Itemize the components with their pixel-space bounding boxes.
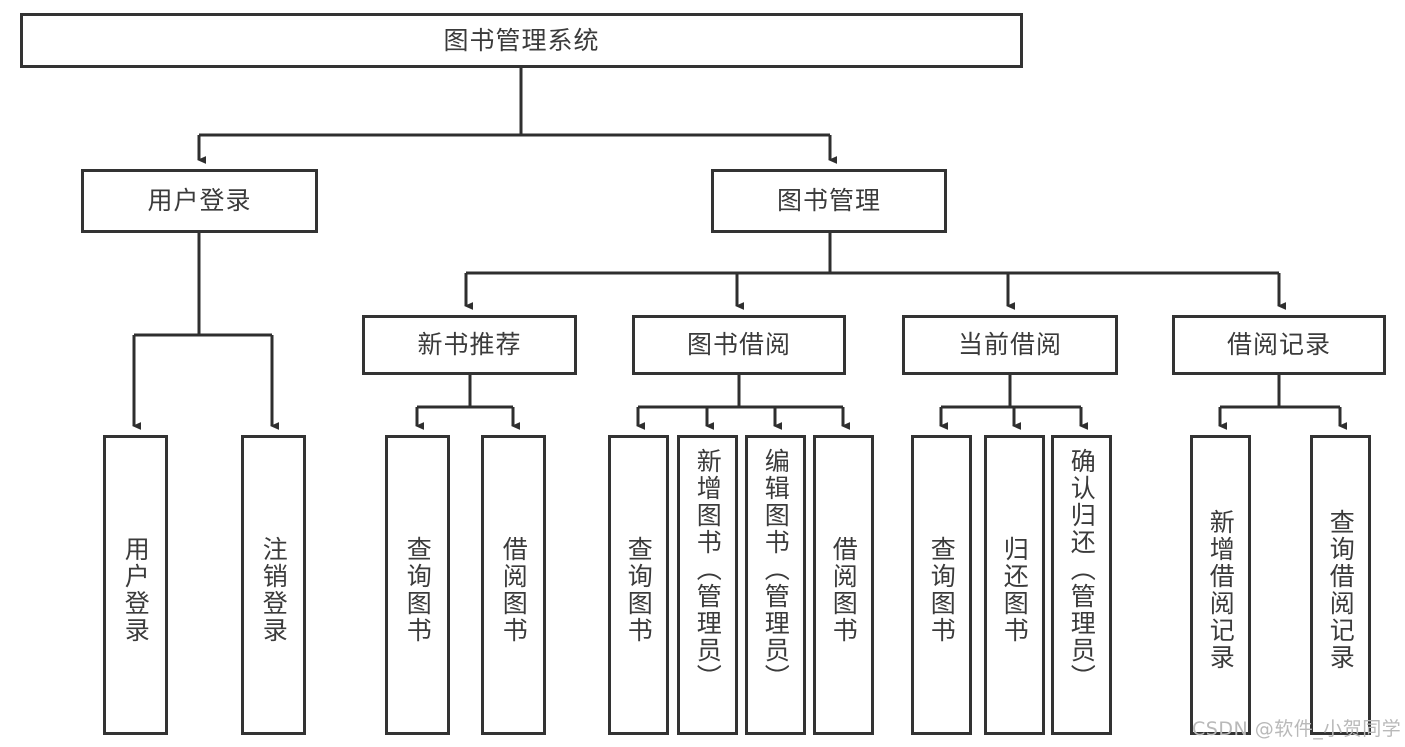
node-book-management-label: 图书管理 <box>776 186 881 216</box>
leaf-node[interactable]: 新增图书（管理员） <box>677 435 738 735</box>
node-new-book-recommend[interactable]: 新书推荐 <box>362 315 577 375</box>
leaf-node[interactable]: 归还图书 <box>984 435 1045 735</box>
leaf-node[interactable]: 查询图书 <box>385 435 450 735</box>
leaf-node-label: 编辑图书（管理员） <box>761 448 791 691</box>
node-borrow-records[interactable]: 借阅记录 <box>1172 315 1386 375</box>
leaf-node[interactable]: 注销登录 <box>241 435 306 735</box>
node-root[interactable]: 图书管理系统 <box>20 13 1023 68</box>
leaf-node[interactable]: 借阅图书 <box>813 435 874 735</box>
leaf-node-label: 查询借阅记录 <box>1326 509 1356 671</box>
leaf-node-label: 确认归还（管理员） <box>1067 448 1097 691</box>
leaf-node-label: 归还图书 <box>1000 536 1030 644</box>
leaf-node[interactable]: 借阅图书 <box>481 435 546 735</box>
leaf-node-label: 查询图书 <box>624 536 654 644</box>
leaf-node[interactable]: 确认归还（管理员） <box>1051 435 1112 735</box>
node-book-management[interactable]: 图书管理 <box>711 169 947 233</box>
leaf-node[interactable]: 查询借阅记录 <box>1310 435 1371 735</box>
leaf-node-label: 新增图书（管理员） <box>693 448 723 691</box>
leaf-node-label: 借阅图书 <box>829 536 859 644</box>
node-new-book-recommend-label: 新书推荐 <box>417 330 522 360</box>
leaf-node[interactable]: 查询图书 <box>608 435 669 735</box>
node-user-login[interactable]: 用户登录 <box>81 169 318 233</box>
node-user-login-label: 用户登录 <box>147 186 252 216</box>
leaf-node-label: 查询图书 <box>403 536 433 644</box>
node-current-borrow-label: 当前借阅 <box>957 330 1062 360</box>
leaf-node-label: 注销登录 <box>259 536 289 644</box>
leaf-node-label: 借阅图书 <box>499 536 529 644</box>
node-current-borrow[interactable]: 当前借阅 <box>902 315 1118 375</box>
node-book-borrow-label: 图书借阅 <box>686 330 791 360</box>
leaf-node[interactable]: 新增借阅记录 <box>1190 435 1251 735</box>
leaf-node-label: 用户登录 <box>121 536 151 644</box>
node-book-borrow[interactable]: 图书借阅 <box>632 315 846 375</box>
leaf-node-label: 查询图书 <box>927 536 957 644</box>
node-borrow-records-label: 借阅记录 <box>1226 330 1331 360</box>
leaf-node[interactable]: 编辑图书（管理员） <box>745 435 806 735</box>
leaf-node[interactable]: 查询图书 <box>911 435 972 735</box>
leaf-node[interactable]: 用户登录 <box>103 435 168 735</box>
leaf-node-label: 新增借阅记录 <box>1206 509 1236 671</box>
node-root-label: 图书管理系统 <box>443 25 600 55</box>
csdn-watermark: CSDN @软件_小贺同学 <box>1192 718 1402 740</box>
